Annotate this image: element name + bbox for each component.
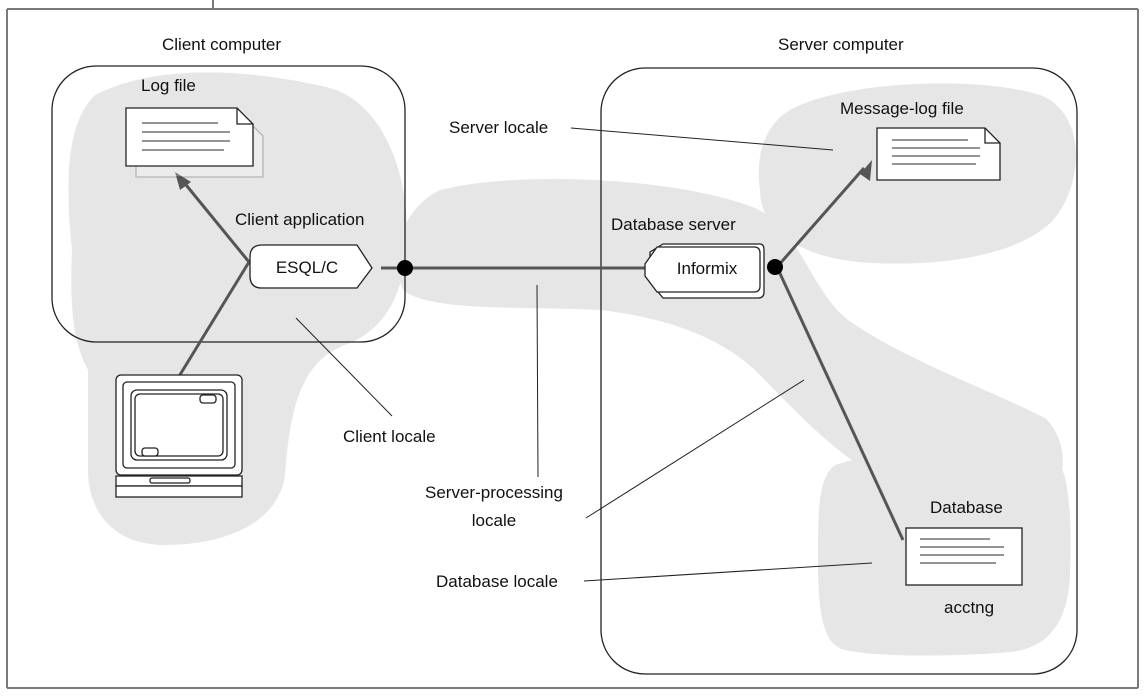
informix-to-message-log-line xyxy=(775,167,866,268)
server-processing-locale-label-line1: Server-processing xyxy=(425,483,563,502)
client-locale-leader xyxy=(295,317,393,417)
informix-label: Informix xyxy=(677,259,738,278)
database-label: Database xyxy=(930,498,1003,517)
connections xyxy=(176,167,905,541)
server-processing-locale-region xyxy=(397,178,1063,513)
client-connection-dot xyxy=(397,260,413,276)
server-locale-label: Server locale xyxy=(449,118,548,137)
server-computer-box xyxy=(600,67,1078,675)
database-locale-leader xyxy=(583,562,873,582)
server-locale-leader xyxy=(570,127,834,151)
client-computer-label: Client computer xyxy=(162,35,281,54)
process-icon xyxy=(249,244,373,289)
document-icon xyxy=(876,127,1001,181)
informix-process-shape xyxy=(644,243,765,299)
client-application-label: Client application xyxy=(235,210,364,229)
client-computer-box xyxy=(51,65,406,343)
acctng-label: acctng xyxy=(944,598,994,617)
server-connection-dot xyxy=(767,259,783,275)
leader-lines xyxy=(295,127,873,582)
document-icon xyxy=(125,107,264,178)
esqlc-label: ESQL/C xyxy=(276,258,338,277)
esqlc-to-terminal-line xyxy=(176,261,251,379)
log-file-label: Log file xyxy=(141,76,196,95)
database-server-label: Database server xyxy=(611,215,736,234)
server-processing-locale-label-line2: locale xyxy=(472,511,516,530)
terminal-icon xyxy=(115,374,243,498)
client-locale-label: Client locale xyxy=(343,427,436,446)
arrowhead-log xyxy=(175,172,191,190)
database-locale-label: Database locale xyxy=(436,572,558,591)
message-log-file-label: Message-log file xyxy=(840,99,964,118)
document-icon xyxy=(905,527,1023,586)
server-processing-leader-b xyxy=(585,379,805,519)
server-processing-leader-a xyxy=(536,284,539,478)
outer-frame xyxy=(6,0,1139,689)
informix-to-database-line xyxy=(775,266,905,541)
arrowhead-message-log xyxy=(860,160,872,181)
server-computer-label: Server computer xyxy=(778,35,904,54)
esqlc-to-log-line xyxy=(180,179,251,263)
